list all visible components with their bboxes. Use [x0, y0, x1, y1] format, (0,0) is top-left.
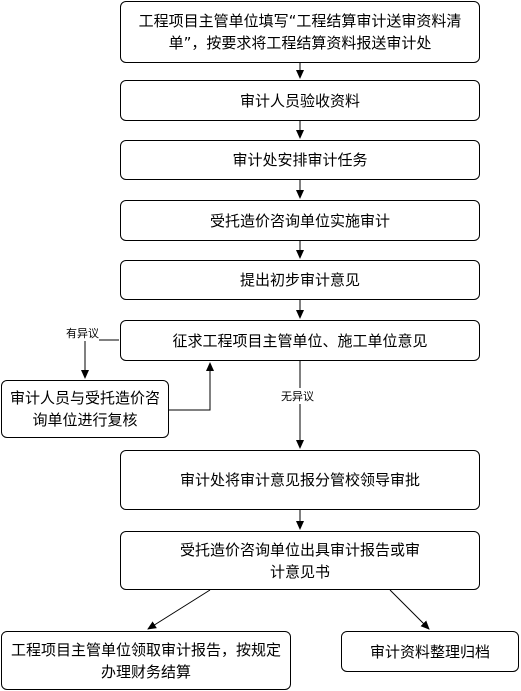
step-preliminary-opinion: 提出初步审计意见 — [120, 260, 480, 300]
step-collect-report-text: 工程项目主管单位领取审计报告，按规定办理财务结算 — [10, 640, 281, 681]
step-assign-task-text: 审计处安排审计任务 — [232, 151, 368, 169]
no-objection-label: 无异议 — [281, 388, 314, 404]
step-submit-materials: 工程项目主管单位填写“工程结算审计送审资料清单”，按要求将工程结算资料报送审计处 — [120, 1, 480, 63]
step-solicit-opinions-text: 征求工程项目主管单位、施工单位意见 — [172, 331, 428, 350]
step-archive: 审计资料整理归档 — [341, 631, 519, 672]
step-leader-approval-text: 审计处将审计意见报分管校领导审批 — [179, 471, 420, 489]
step-submit-materials-text: 工程项目主管单位填写“工程结算审计送审资料清单”，按要求将工程结算资料报送审计处 — [138, 12, 462, 52]
step-issue-report: 受托造价咨询单位出具审计报告或审计意见书 — [120, 531, 480, 590]
step-accept-materials-text: 审计人员验收资料 — [239, 91, 360, 110]
step-assign-task: 审计处安排审计任务 — [120, 140, 480, 180]
step-preliminary-opinion-text: 提出初步审计意见 — [239, 271, 360, 289]
arrow-s7-s6 — [169, 362, 214, 411]
arrow-s9-s11 — [389, 589, 430, 630]
step-recheck: 审计人员与受托造价咨询单位进行复核 — [1, 380, 169, 438]
step-archive-text: 审计资料整理归档 — [369, 642, 490, 661]
step-implement-audit: 受托造价咨询单位实施审计 — [120, 200, 480, 241]
step-implement-audit-text: 受托造价咨询单位实施审计 — [209, 211, 390, 230]
step-leader-approval: 审计处将审计意见报分管校领导审批 — [120, 450, 480, 510]
objection-label: 有异议 — [66, 325, 99, 341]
step-solicit-opinions: 征求工程项目主管单位、施工单位意见 — [120, 320, 480, 361]
step-issue-report-text: 受托造价咨询单位出具审计报告或审计意见书 — [179, 540, 420, 581]
arrow-s9-s10 — [147, 589, 211, 630]
step-accept-materials: 审计人员验收资料 — [120, 80, 480, 121]
arrow-s6-s7 — [81, 339, 119, 379]
step-collect-report: 工程项目主管单位领取审计报告，按规定办理财务结算 — [1, 631, 291, 690]
step-recheck-text: 审计人员与受托造价咨询单位进行复核 — [9, 389, 160, 429]
